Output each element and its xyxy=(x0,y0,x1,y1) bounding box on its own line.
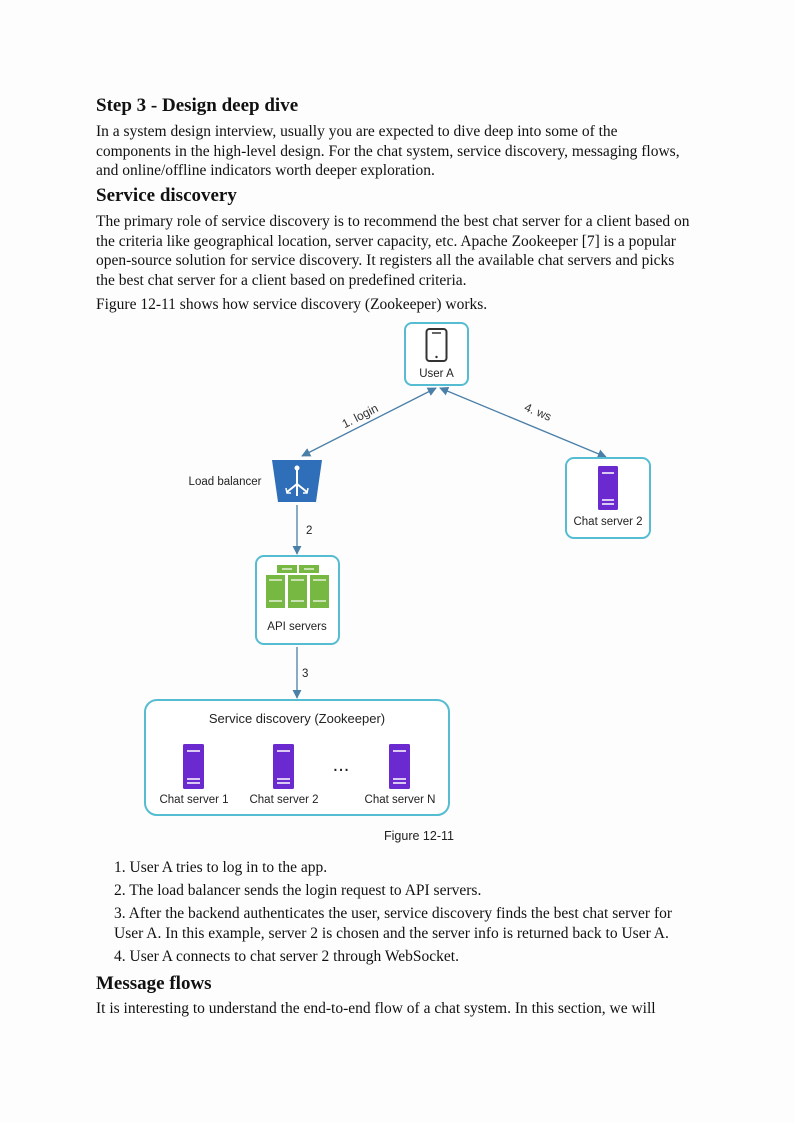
edge-3-label: 3 xyxy=(302,668,308,680)
message-flows-heading: Message flows xyxy=(96,973,212,994)
zookeeper-title: Service discovery (Zookeeper) xyxy=(209,711,385,726)
load-balancer-icon xyxy=(272,460,322,502)
zookeeper-node: Service discovery (Zookeeper) Chat serve… xyxy=(144,699,450,816)
zk-chat-server-2-label: Chat server 2 xyxy=(249,794,318,806)
server-icon xyxy=(598,466,618,510)
section-title: Step 3 - Design deep dive xyxy=(96,95,299,116)
edge-2-label: 2 xyxy=(306,525,312,537)
list-item: 3. After the backend authenticates the u… xyxy=(114,905,673,942)
ellipsis: ... xyxy=(333,754,350,776)
zk-chat-server-n-label: Chat server N xyxy=(365,794,436,806)
server-icon xyxy=(183,744,204,789)
api-servers-node: API servers xyxy=(255,555,340,645)
server-icon xyxy=(273,744,294,789)
figure-caption: Figure 12-11 xyxy=(384,829,454,843)
ws-edge-label: 4. ws xyxy=(522,400,553,424)
figure-reference: Figure 12-11 shows how service discovery… xyxy=(96,296,488,313)
service-discovery-paragraph: The primary role of service discovery is… xyxy=(96,213,690,289)
login-arrow xyxy=(301,387,437,457)
list-item: 2. The load balancer sends the login req… xyxy=(114,882,482,899)
zk-chat-server-1-label: Chat server 1 xyxy=(159,794,228,806)
steps-list: 1. User A tries to log in to the app. 2.… xyxy=(114,858,704,970)
login-edge-label: 1. login xyxy=(340,401,381,431)
service-discovery-heading: Service discovery xyxy=(96,185,237,206)
ws-arrow xyxy=(439,386,607,459)
list-item: 4. User A connects to chat server 2 thro… xyxy=(114,947,459,965)
chat-server-2-node: Chat server 2 xyxy=(565,457,651,539)
user-a-label: User A xyxy=(419,368,454,380)
api-servers-label: API servers xyxy=(267,621,327,633)
user-a-node: User A xyxy=(404,322,469,386)
load-balancer-label: Load balancer xyxy=(189,476,262,488)
message-flows-paragraph: It is interesting to understand the end-… xyxy=(96,1000,656,1017)
server-icon xyxy=(389,744,410,789)
api-server-stack-icon xyxy=(266,565,329,608)
phone-icon xyxy=(425,328,448,362)
chat-server-2-label: Chat server 2 xyxy=(573,516,642,528)
list-item: 1. User A tries to log in to the app. xyxy=(114,859,328,876)
intro-paragraph: In a system design interview, usually yo… xyxy=(96,123,680,179)
